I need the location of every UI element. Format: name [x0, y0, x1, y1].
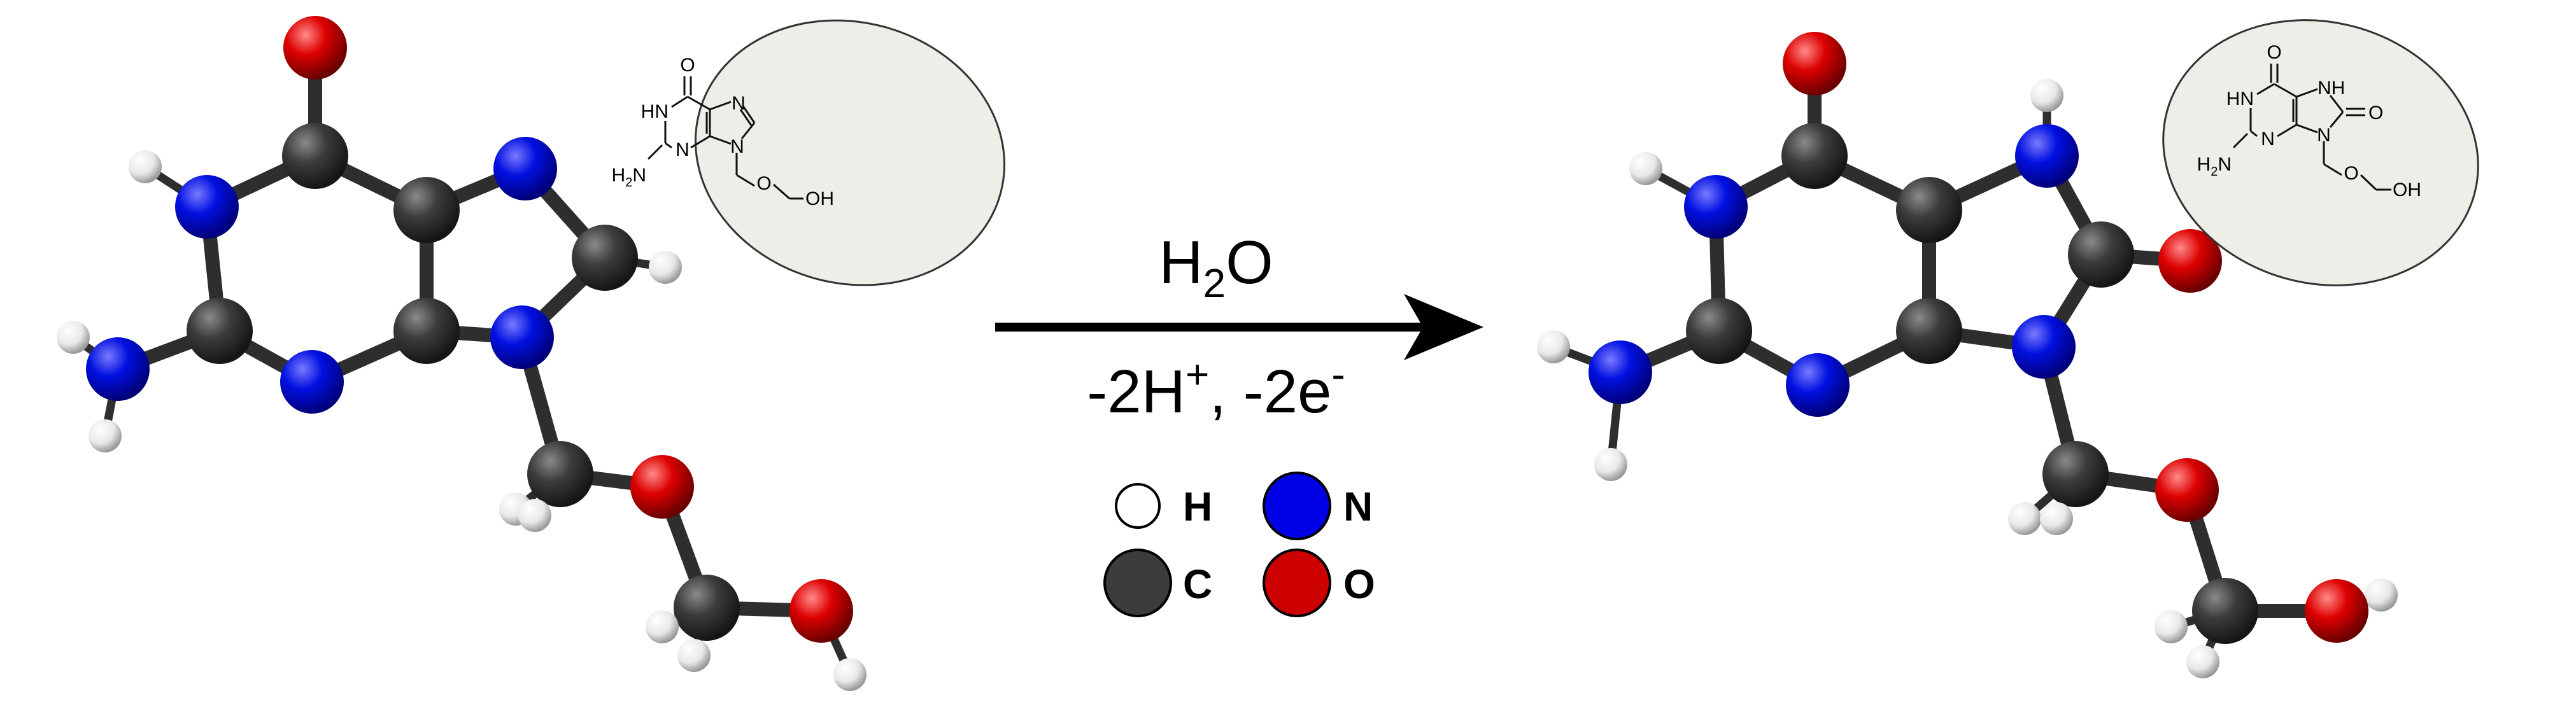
right-carbon-atom — [1781, 123, 1848, 189]
right-nitrogen-atom — [1786, 353, 1850, 417]
right-oxygen-atom — [2305, 579, 2368, 643]
skeletal-o-label: O — [680, 55, 695, 76]
skeletal-ether-o-label: O — [756, 173, 771, 194]
legend-c-swatch — [1103, 549, 1172, 617]
skeletal-n3-label: N — [2261, 129, 2275, 150]
left-carbon-atom — [393, 177, 460, 243]
left-oxygen-atom — [283, 16, 347, 80]
left-nitrogen-atom — [280, 350, 344, 414]
skeletal-hn-label: HN — [2226, 88, 2254, 109]
skeletal-nh-label: NH — [2318, 78, 2345, 99]
oxidized-acyclovir-ball-stick-model — [1537, 32, 2398, 678]
left-hydrogen-atom — [649, 251, 682, 284]
conditions-label: -2H+, -2e- — [1087, 351, 1345, 426]
left-carbon-atom — [572, 225, 638, 291]
skeletal-o6-label: O — [2267, 42, 2281, 63]
legend-h-label: H — [1183, 484, 1212, 529]
left-hydrogen-atom — [57, 321, 90, 354]
left-carbon-atom — [187, 298, 253, 364]
right-hydrogen-atom — [2030, 79, 2063, 112]
skeletal-h2n-label: H2N — [612, 165, 646, 190]
right-oxygen-atom — [1783, 32, 1846, 95]
left-hydrogen-atom — [646, 610, 679, 643]
left-carbon-atom — [527, 441, 593, 507]
inset-bubble-right — [2162, 19, 2479, 286]
right-hydrogen-atom — [2186, 645, 2219, 678]
skeletal-ether-o-label: O — [2344, 163, 2358, 184]
reagent-label: H2O — [1159, 228, 1273, 306]
left-hydrogen-atom — [677, 639, 711, 672]
right-oxygen-atom — [2155, 458, 2219, 522]
right-hydrogen-atom — [2365, 578, 2398, 612]
right-hydrogen-atom — [1629, 152, 1662, 185]
right-carbon-atom — [2192, 578, 2258, 644]
acyclovir-ball-stick-model — [57, 16, 867, 691]
right-carbon-atom — [1686, 298, 1752, 364]
left-oxygen-atom — [630, 455, 694, 519]
skeletal-n9-label: N — [730, 136, 744, 157]
left-hydrogen-atom — [129, 150, 162, 183]
left-hydrogen-atom — [88, 419, 122, 452]
skeletal-h2n-label: H2N — [2197, 154, 2232, 179]
right-hydrogen-atom — [2008, 502, 2041, 535]
skeletal-hn-label: HN — [641, 101, 669, 122]
legend-o-swatch — [1263, 549, 1331, 617]
legend-h-swatch — [1115, 483, 1161, 529]
left-nitrogen-atom — [86, 337, 150, 401]
right-nitrogen-atom — [2015, 124, 2079, 188]
left-nitrogen-atom — [493, 137, 557, 200]
right-nitrogen-atom — [1589, 340, 1652, 404]
acyclovir-skeletal-inset: O HN N H2N N N O OH — [612, 19, 1006, 286]
right-hydrogen-atom — [2040, 502, 2073, 535]
left-carbon-atom — [393, 298, 460, 364]
left-hydrogen-atom — [518, 499, 551, 532]
skeletal-n3-label: N — [676, 139, 690, 160]
left-hydrogen-atom — [833, 658, 867, 691]
right-oxygen-atom — [2158, 229, 2222, 293]
oxidized-skeletal-inset: O HN NH O H2N N N O OH — [2162, 19, 2479, 286]
legend-n-label: N — [1343, 484, 1373, 529]
left-carbon-atom — [674, 575, 740, 641]
skeletal-n7-label: N — [732, 93, 746, 114]
atom-color-legend: H N C O — [1103, 472, 1375, 617]
right-carbon-atom — [1896, 177, 1962, 243]
right-carbon-atom — [2042, 441, 2109, 507]
skeletal-o8-label: O — [2368, 102, 2383, 123]
right-nitrogen-atom — [1684, 175, 1748, 239]
skeletal-oh-label: OH — [2393, 179, 2421, 200]
right-hydrogen-atom — [1594, 448, 1627, 481]
skeletal-oh-label: OH — [805, 188, 834, 209]
right-hydrogen-atom — [1537, 330, 1570, 363]
left-oxygen-atom — [789, 579, 853, 643]
left-carbon-atom — [282, 123, 348, 189]
legend-n-swatch — [1263, 472, 1331, 540]
right-carbon-atom — [1896, 298, 1962, 364]
left-nitrogen-atom — [490, 305, 554, 369]
reaction-arrow — [995, 294, 1483, 360]
skeletal-n9-label: N — [2317, 125, 2331, 146]
inset-bubble-left — [694, 19, 1006, 286]
right-carbon-atom — [2068, 221, 2134, 288]
right-nitrogen-atom — [2012, 315, 2076, 379]
legend-c-label: C — [1183, 561, 1212, 607]
legend-o-label: O — [1343, 561, 1375, 607]
right-hydrogen-atom — [2155, 610, 2188, 643]
left-nitrogen-atom — [175, 175, 239, 239]
